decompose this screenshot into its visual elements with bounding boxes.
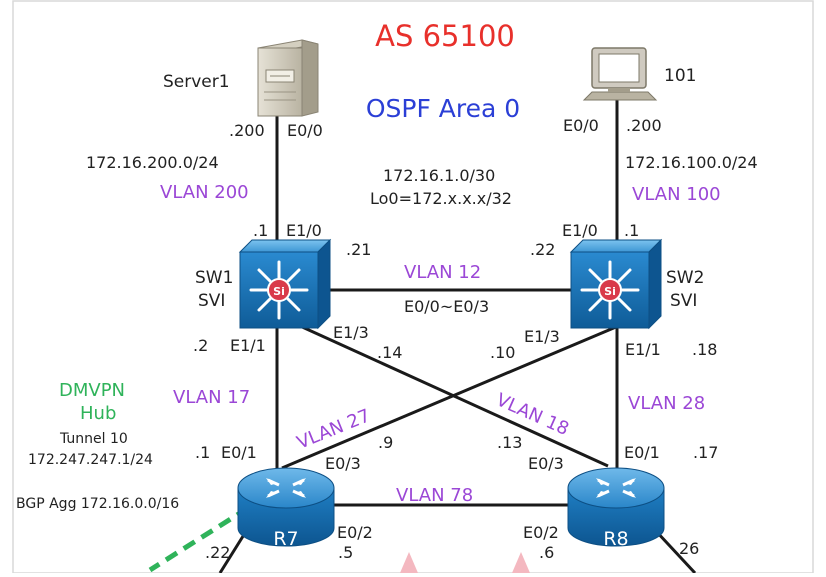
r7-port-vlan17-label: E0/1 bbox=[221, 443, 257, 462]
hub-label: Hub bbox=[80, 403, 116, 424]
tunnel-labels: Tunnel 10 172.247.247.1/24 BGP Agg 172.1… bbox=[16, 431, 179, 512]
r7-ip-vlan27-label: .9 bbox=[378, 433, 393, 452]
pc101-node[interactable]: 101 bbox=[582, 47, 696, 101]
r8-ip-vlan78-label: .6 bbox=[539, 543, 554, 562]
r8-port-vlan78-label: E0/2 bbox=[523, 523, 559, 542]
sw1-port-cross-label: E1/3 bbox=[333, 323, 369, 342]
sw1-ip-bottom-label: .2 bbox=[193, 336, 208, 355]
multilayer-switch-icon: Si bbox=[238, 238, 332, 330]
sw1-ip-vlan12-label: .21 bbox=[346, 240, 371, 259]
sw2-port-bottom-label: E1/1 bbox=[625, 340, 661, 359]
cut-off-triangle-icon bbox=[512, 552, 530, 573]
sw2-svi-label: SVI bbox=[670, 291, 697, 311]
sw2-ip-vlan12-label: .22 bbox=[530, 240, 555, 259]
link-dmvpn-tunnel bbox=[148, 505, 250, 573]
vlan17-label: VLAN 17 bbox=[173, 387, 250, 408]
r8-ip-vlan18-label: .13 bbox=[497, 433, 522, 452]
server-port-label: E0/0 bbox=[287, 121, 323, 140]
r8-label: R8 bbox=[603, 528, 628, 550]
r8-ip-bottom-label: 26 bbox=[679, 539, 699, 558]
pc101-label: 101 bbox=[664, 66, 696, 86]
r8-node[interactable]: R8 bbox=[567, 467, 665, 550]
r8-port-vlan28-label: E0/1 bbox=[624, 443, 660, 462]
ospf-area-label: OSPF Area 0 bbox=[366, 94, 520, 123]
r7-node[interactable]: R7 bbox=[237, 467, 335, 550]
r7-label: R7 bbox=[273, 528, 298, 550]
sw2-si-badge: Si bbox=[604, 285, 616, 298]
pc-subnet-label: 172.16.100.0/24 bbox=[625, 153, 758, 172]
vlan12-ports-label: E0/0~E0/3 bbox=[404, 297, 489, 316]
tunnel-ip-label: 172.247.247.1/24 bbox=[28, 452, 153, 468]
address-labels: .200 E0/0 172.16.200.0/24 .1 E1/0 E0/0 .… bbox=[86, 116, 758, 562]
r7-port-vlan27-label: E0/3 bbox=[325, 454, 361, 473]
sw2-port-cross-label: E1/3 bbox=[524, 327, 560, 346]
pc-ip-label: .200 bbox=[626, 116, 662, 135]
sw2-node[interactable]: Si SW2 SVI bbox=[569, 238, 704, 330]
vlan28-label: VLAN 28 bbox=[628, 393, 705, 414]
sw1-port-top-label: E1/0 bbox=[286, 221, 322, 240]
server1-node[interactable]: Server1 bbox=[163, 39, 319, 117]
sw2-ip-bottom-label: .18 bbox=[692, 340, 717, 359]
vlan78-label: VLAN 78 bbox=[396, 485, 473, 506]
core-subnet-label: 172.16.1.0/30 bbox=[383, 166, 495, 185]
r7-ip-tunnel-label: .22 bbox=[205, 543, 230, 562]
server-icon bbox=[257, 39, 319, 117]
sw1-si-badge: Si bbox=[273, 285, 285, 298]
as-title: AS 65100 bbox=[375, 19, 515, 53]
pc-icon bbox=[582, 47, 658, 101]
dmvpn-label: DMVPN bbox=[59, 380, 125, 401]
server-subnet-label: 172.16.200.0/24 bbox=[86, 153, 219, 172]
r7-ip-vlan78-label: .5 bbox=[338, 543, 353, 562]
router-icon: R8 bbox=[567, 467, 665, 550]
sw1-port-bottom-label: E1/1 bbox=[230, 336, 266, 355]
cut-off-triangle-icon bbox=[400, 552, 418, 573]
sw1-node[interactable]: Si SW1 SVI bbox=[195, 238, 332, 330]
sw2-port-top-label: E1/0 bbox=[562, 221, 598, 240]
multilayer-switch-icon: Si bbox=[569, 238, 663, 330]
pc-port-label: E0/0 bbox=[563, 116, 599, 135]
sw2-ip-top-label: .1 bbox=[624, 221, 639, 240]
tunnel-label: Tunnel 10 bbox=[59, 431, 128, 447]
sw1-ip-cross-label: .14 bbox=[377, 343, 402, 362]
bgp-agg-label: BGP Agg 172.16.0.0/16 bbox=[16, 496, 179, 512]
dmvpn-hub-labels: DMVPN Hub bbox=[59, 380, 125, 424]
r7-ip-vlan17-label: .1 bbox=[195, 443, 210, 462]
sw1-label: SW1 bbox=[195, 268, 233, 288]
r7-port-vlan78-label: E0/2 bbox=[337, 523, 373, 542]
sw2-label: SW2 bbox=[666, 268, 704, 288]
sw1-ip-top-label: .1 bbox=[253, 221, 268, 240]
loopback-label: Lo0=172.x.x.x/32 bbox=[370, 189, 512, 208]
vlan12-label: VLAN 12 bbox=[404, 262, 481, 283]
r8-port-vlan18-label: E0/3 bbox=[528, 454, 564, 473]
link-r8-down bbox=[653, 528, 697, 575]
vlan100-label: VLAN 100 bbox=[632, 184, 721, 205]
r8-ip-vlan28-label: .17 bbox=[693, 443, 718, 462]
sw1-svi-label: SVI bbox=[198, 291, 225, 311]
sw2-ip-cross-label: .10 bbox=[490, 343, 515, 362]
server1-label: Server1 bbox=[163, 72, 230, 92]
link-sw2-r7-vlan27 bbox=[281, 325, 617, 470]
vlan200-label: VLAN 200 bbox=[160, 182, 249, 203]
server-ip-label: .200 bbox=[229, 121, 265, 140]
router-icon: R7 bbox=[237, 467, 335, 550]
